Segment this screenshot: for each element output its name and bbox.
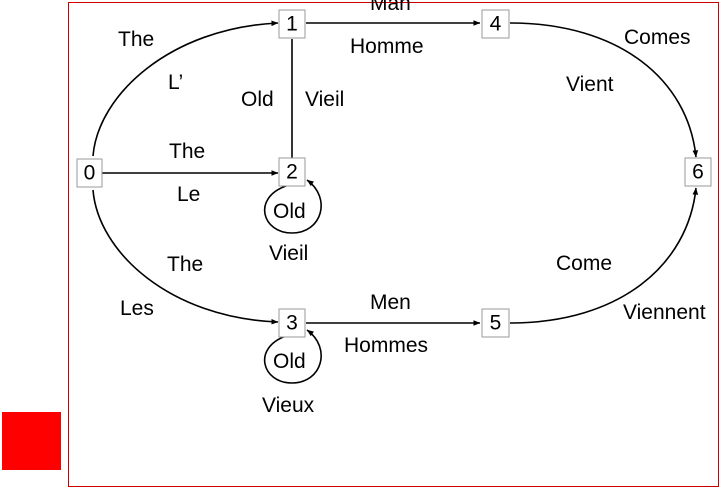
loop-2-label-fr: Vieil (269, 242, 308, 265)
loop-3-label-en: Old (273, 350, 306, 373)
edge-1-2-label-fr: Vieil (305, 88, 344, 111)
frame-border (68, 2, 719, 487)
edge-4-6-label-en: Comes (624, 26, 691, 49)
edge-5-6-label-fr: Viennent (623, 301, 706, 324)
edge-4-6-label-fr: Vient (566, 73, 614, 96)
edge-0-3-label-fr: Les (120, 297, 154, 320)
node-4-label: 4 (490, 13, 502, 36)
node-5: 5 (481, 308, 510, 338)
edge-0-1 (92, 20, 279, 157)
node-4: 4 (481, 9, 510, 39)
node-1-label: 1 (286, 13, 298, 36)
edge-3-5-label-en: Men (370, 291, 411, 314)
edge-0-2-label-en: The (169, 140, 205, 163)
loop-2-label-en: Old (273, 200, 306, 223)
edge-0-2-label-fr: Le (177, 183, 200, 206)
node-3: 3 (278, 308, 306, 338)
node-6: 6 (684, 157, 712, 187)
edge-0-1-label-en: The (118, 28, 154, 51)
node-6-label: 6 (692, 161, 704, 184)
loop-3-label-fr: Vieux (262, 394, 315, 417)
node-2-label: 2 (286, 161, 298, 184)
edge-0-3 (92, 189, 279, 325)
edge-0-3-label-en: The (167, 253, 203, 276)
edge-1-2-label-en: Old (241, 88, 274, 111)
edge-5-6-label-en: Come (556, 252, 612, 275)
edge-3-3-loop (263, 329, 322, 384)
edge-1-4-label-en: Man (370, 0, 411, 15)
node-2: 2 (278, 157, 306, 187)
red-square (2, 412, 61, 470)
node-0-label: 0 (84, 162, 96, 185)
node-1: 1 (278, 9, 306, 39)
edge-3-5-label-fr: Hommes (344, 334, 428, 357)
edge-5-6 (509, 187, 699, 324)
node-0: 0 (76, 158, 103, 188)
edge-4-6 (509, 22, 699, 158)
node-3-label: 3 (286, 312, 298, 335)
edge-0-1-label-fr: L’ (168, 71, 183, 94)
edge-1-4-label-fr: Homme (350, 35, 424, 58)
edge-2-2-loop (263, 179, 322, 234)
node-5-label: 5 (490, 312, 502, 335)
